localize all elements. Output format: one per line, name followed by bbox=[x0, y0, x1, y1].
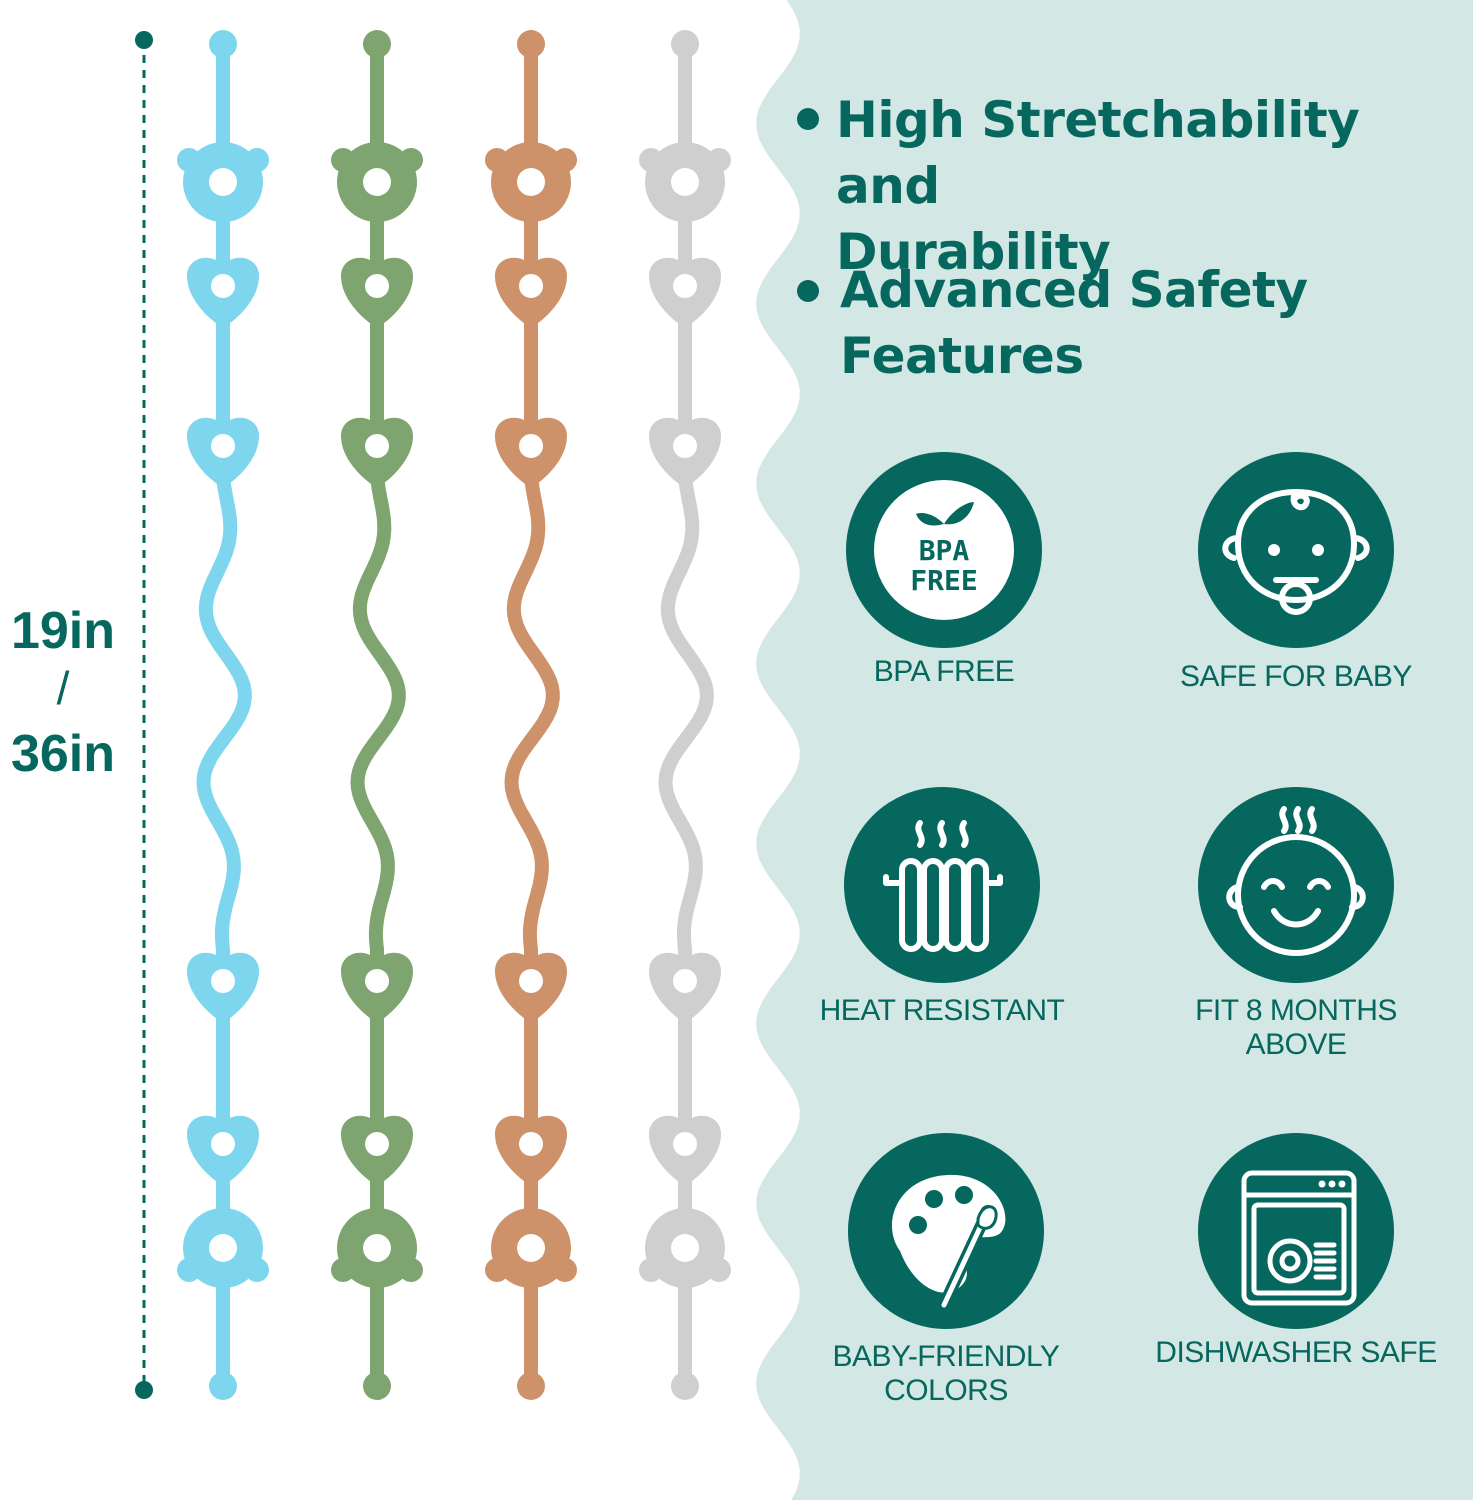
bpa-badge-line-2: FREE bbox=[910, 564, 977, 597]
feature-label-safe-for-baby: SAFE FOR BABY bbox=[1136, 660, 1456, 694]
measurement-bottom-dot bbox=[135, 1381, 153, 1399]
strap-blue bbox=[177, 30, 269, 1400]
measurement-line bbox=[135, 31, 153, 1399]
feature-label-fit-8-months-line-2: ABOVE bbox=[1245, 1028, 1347, 1061]
palette-brush-icon bbox=[848, 1133, 1044, 1329]
feature-label-baby-friendly-colors: BABY-FRIENDLY COLORS bbox=[786, 1340, 1106, 1408]
feature-label-dishwasher-safe: DISHWASHER SAFE bbox=[1136, 1336, 1456, 1370]
length-long-label: 36in bbox=[10, 725, 116, 783]
feature-label-bpa-free: BPA FREE bbox=[784, 655, 1104, 689]
heading-stretchability: High Stretchability and Durability bbox=[836, 87, 1473, 285]
heading-2-line-2: Features bbox=[840, 327, 1084, 385]
feature-label-heat-resistant: HEAT RESISTANT bbox=[782, 994, 1102, 1028]
feature-label-baby-friendly-colors-line-2: COLORS bbox=[884, 1374, 1008, 1407]
feature-label-safe-for-baby-line-1: SAFE FOR BABY bbox=[1180, 660, 1412, 693]
heading-1-line-1: High Stretchability and bbox=[836, 91, 1360, 215]
radiator-heat-icon bbox=[844, 787, 1040, 983]
smiling-baby-icon bbox=[1198, 787, 1394, 983]
baby-pacifier-icon bbox=[1198, 452, 1394, 648]
strap-green bbox=[331, 30, 423, 1400]
heading-2-bullet bbox=[797, 280, 819, 302]
heading-safety: Advanced Safety Features bbox=[840, 257, 1308, 389]
heading-2-line-1: Advanced Safety bbox=[840, 261, 1308, 319]
feature-label-fit-8-months: FIT 8 MONTHS ABOVE bbox=[1136, 994, 1456, 1062]
feature-label-heat-resistant-line-1: HEAT RESISTANT bbox=[819, 994, 1065, 1027]
feature-label-baby-friendly-colors-line-1: BABY-FRIENDLY bbox=[832, 1340, 1060, 1373]
length-short-label: 19in bbox=[10, 602, 116, 660]
feature-label-dishwasher-safe-line-1: DISHWASHER SAFE bbox=[1155, 1336, 1437, 1369]
dishwasher-icon bbox=[1198, 1133, 1394, 1329]
bpa-free-leaf-icon: BPA FREE bbox=[846, 452, 1042, 648]
feature-label-fit-8-months-line-1: FIT 8 MONTHS bbox=[1195, 994, 1397, 1027]
bpa-badge-line-1: BPA bbox=[919, 534, 970, 567]
measurement-top-dot bbox=[135, 31, 153, 49]
heading-1-line-2: Durability bbox=[836, 223, 1111, 281]
feature-label-bpa-free-line-1: BPA FREE bbox=[873, 655, 1015, 688]
strap-gray bbox=[639, 30, 731, 1400]
length-separator: / bbox=[56, 662, 70, 714]
strap-brown bbox=[485, 30, 577, 1400]
strap-group bbox=[177, 30, 731, 1400]
heading-1-bullet bbox=[797, 108, 819, 130]
